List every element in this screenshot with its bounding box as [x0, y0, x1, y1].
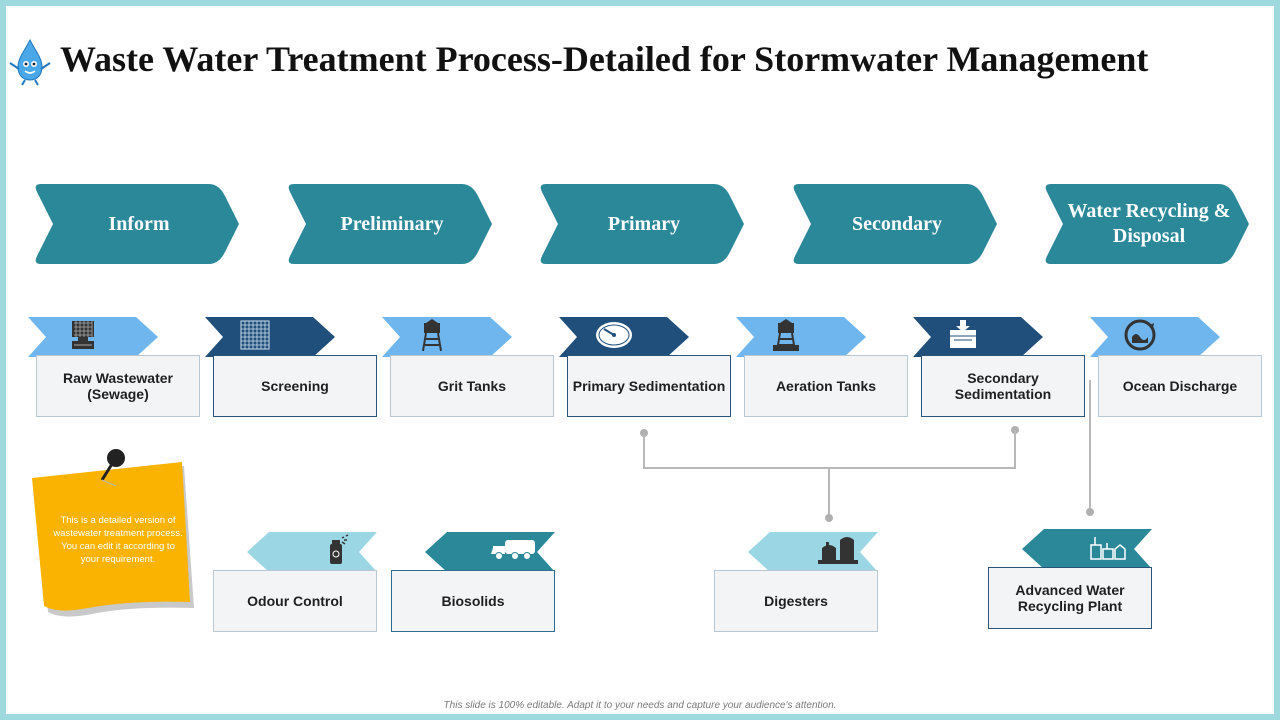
connector-line	[828, 467, 830, 519]
step-box: Odour Control	[213, 570, 377, 632]
connector-line	[643, 433, 645, 468]
stage-secondary: Secondary	[791, 184, 997, 264]
stage-chevron-shape	[793, 184, 997, 264]
water-plant-icon	[1086, 529, 1130, 565]
step-box: Aeration Tanks	[744, 355, 908, 417]
stage-water-recycling: Water Recycling & Disposal	[1043, 184, 1249, 264]
spray-can-icon	[321, 532, 351, 568]
step-chevron	[205, 317, 335, 357]
screen-mesh-icon	[235, 317, 275, 353]
sewage-icon	[58, 317, 108, 353]
aeration-tower-icon	[770, 317, 802, 353]
note-text: This is a detailed version of wastewater…	[53, 515, 183, 565]
filter-tank-icon	[943, 317, 983, 353]
connector-dot	[1086, 508, 1094, 516]
truck-icon	[489, 532, 539, 568]
recycle-circle-icon	[1120, 317, 1160, 353]
step-box: Secondary Sedimentation	[921, 355, 1085, 417]
step-box: Biosolids	[391, 570, 555, 632]
stage-label: Water Recycling & Disposal	[1067, 200, 1231, 247]
step-box: Digesters	[714, 570, 878, 632]
connector-line	[1089, 380, 1091, 512]
stage-chevron-shape	[288, 184, 492, 264]
water-drop-mascot-icon	[9, 38, 51, 86]
step-box: Grit Tanks	[390, 355, 554, 417]
step-chevron	[382, 317, 512, 357]
sticky-note	[32, 462, 194, 617]
connector-line	[1014, 430, 1016, 468]
step-box: Raw Wastewater (Sewage)	[36, 355, 200, 417]
step-box: Advanced Water Recycling Plant	[988, 567, 1152, 629]
step-box: Ocean Discharge	[1098, 355, 1262, 417]
step-chevron	[736, 317, 866, 357]
page-title: Waste Water Treatment Process-Detailed f…	[60, 39, 1149, 79]
stage-preliminary: Preliminary	[286, 184, 492, 264]
stage-label: Inform	[108, 212, 170, 235]
connector-dot	[825, 514, 833, 522]
stage-chevron-shape	[1045, 184, 1249, 264]
stage-label: Preliminary	[340, 212, 444, 235]
pushpin-icon	[100, 449, 125, 486]
stage-primary: Primary	[538, 184, 744, 264]
step-chevron	[247, 532, 377, 572]
stage-chevron-shape	[35, 184, 239, 264]
step-chevron	[913, 317, 1043, 357]
stage-label: Secondary	[852, 212, 942, 235]
step-box: Screening	[213, 355, 377, 417]
stage-label: Primary	[607, 212, 681, 235]
footer-note: This slide is 100% editable. Adapt it to…	[443, 700, 837, 711]
sedimentation-tank-icon	[589, 317, 639, 353]
factory-icon	[812, 532, 862, 568]
step-box: Primary Sedimentation	[567, 355, 731, 417]
water-tower-icon	[416, 317, 448, 353]
stage-inform: Inform	[33, 184, 239, 264]
stage-chevron-shape	[540, 184, 744, 264]
